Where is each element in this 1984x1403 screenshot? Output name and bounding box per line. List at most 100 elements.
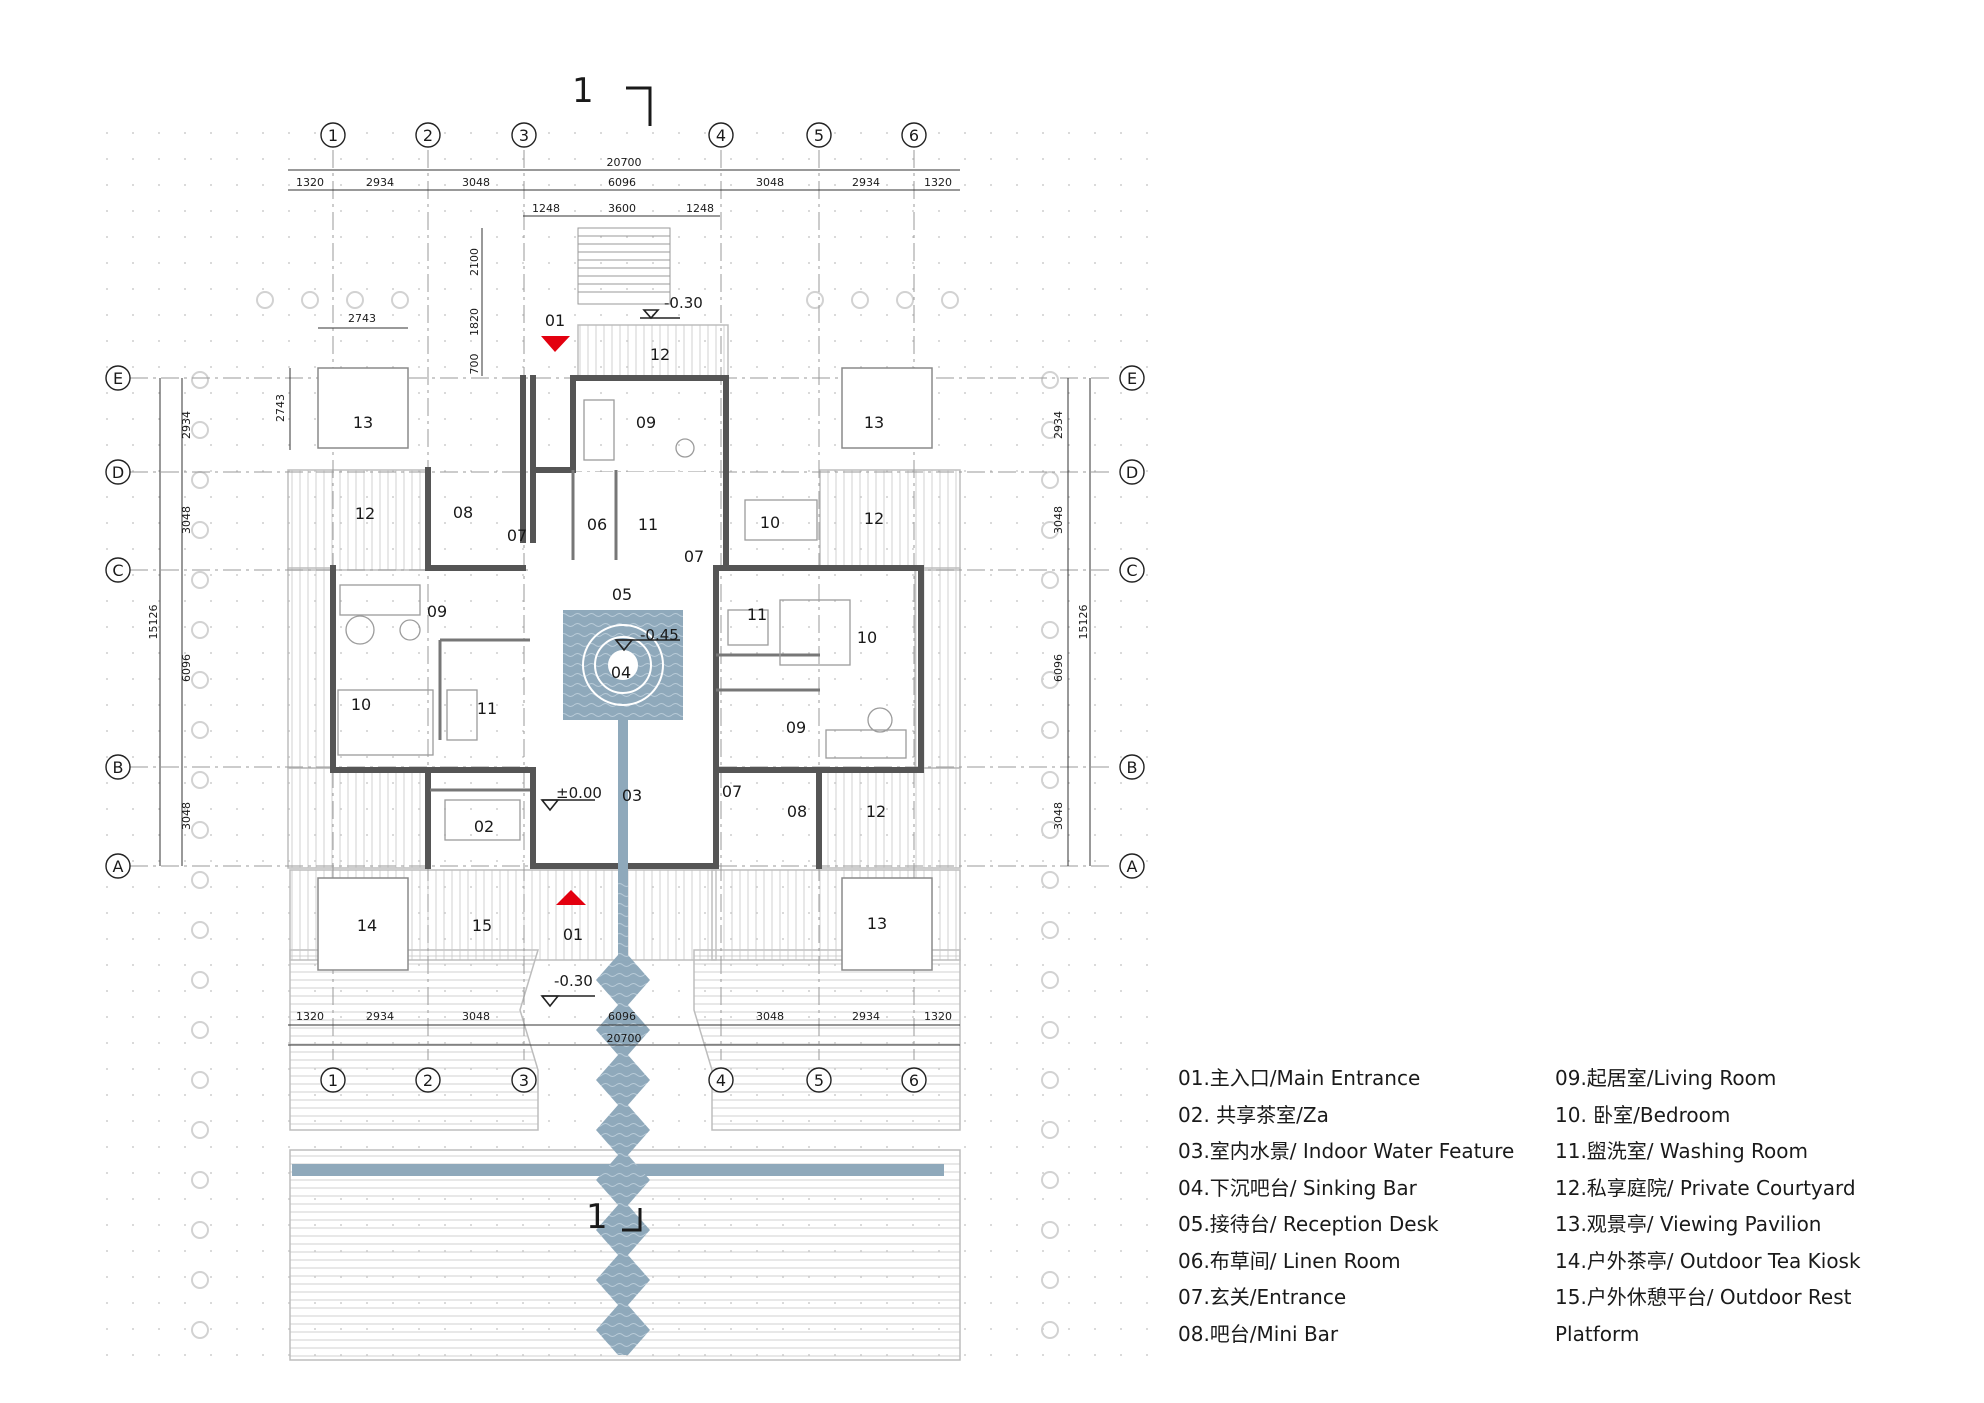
grid-row-e-right: E bbox=[1127, 369, 1137, 388]
room-11-center: 11 bbox=[638, 515, 658, 534]
interior-partitions bbox=[430, 470, 820, 792]
dim-bottom-5: 3048 bbox=[756, 1010, 784, 1023]
room-12-se: 12 bbox=[866, 802, 886, 821]
grid-col-2-bottom: 2 bbox=[423, 1071, 433, 1090]
grid-col-1-top: 1 bbox=[328, 126, 338, 145]
grid-col-5-bottom: 5 bbox=[814, 1071, 824, 1090]
room-14: 14 bbox=[357, 916, 377, 935]
grid-col-6-top: 6 bbox=[909, 126, 919, 145]
legend-item: 05.接待台/ Reception Desk bbox=[1178, 1212, 1439, 1236]
legend-item: 14.户外茶亭/ Outdoor Tea Kiosk bbox=[1555, 1248, 1861, 1273]
grid-row-c-right: C bbox=[1126, 561, 1137, 580]
grid-col-1-bottom: 1 bbox=[328, 1071, 338, 1090]
dimension-labels: 20700 1320 2934 3048 6096 3048 2934 1320… bbox=[296, 156, 952, 1045]
dim-right-2: 3048 bbox=[1052, 506, 1065, 534]
dim-top-5: 3048 bbox=[756, 176, 784, 189]
dim-top-2: 2934 bbox=[366, 176, 394, 189]
room-05: 05 bbox=[612, 585, 632, 604]
level-bar: -0.45 bbox=[640, 626, 679, 644]
dim-top-total: 20700 bbox=[607, 156, 642, 169]
grid-col-2-top: 2 bbox=[423, 126, 433, 145]
dim-left-1: 2934 bbox=[180, 411, 193, 439]
legend-left-column: 01.主入口/Main Entrance 02. 共享茶室/Za 03.室内水景… bbox=[1178, 1060, 1514, 1352]
grid-row-d-right: D bbox=[1126, 463, 1138, 482]
legend-right-column: 09.起居室/Living Room 10. 卧室/Bedroom 11.盥洗室… bbox=[1555, 1060, 1861, 1316]
room-07-ne: 07 bbox=[684, 547, 704, 566]
legend-item: 09.起居室/Living Room bbox=[1555, 1066, 1777, 1090]
dim-right-3: 6096 bbox=[1052, 654, 1065, 682]
grid-col-3-bottom: 3 bbox=[519, 1071, 529, 1090]
room-10-e: 10 bbox=[857, 628, 877, 647]
legend-item: 15.户外休憩平台/ Outdoor Rest bbox=[1555, 1285, 1852, 1309]
room-02: 02 bbox=[474, 817, 494, 836]
dim-top-6: 2934 bbox=[852, 176, 880, 189]
dim-stair-1: 2100 bbox=[468, 248, 481, 276]
outdoor-water-path bbox=[596, 878, 650, 1355]
dim-bottom-2: 2934 bbox=[366, 1010, 394, 1023]
room-09-top: 09 bbox=[636, 413, 656, 432]
room-13-ne: 13 bbox=[864, 413, 884, 432]
room-08-se: 08 bbox=[787, 802, 807, 821]
dim-pavilion-depth: 2743 bbox=[274, 394, 287, 422]
legend-item: 13.观景亭/ Viewing Pavilion bbox=[1555, 1212, 1822, 1236]
grid-bubbles bbox=[105, 122, 1145, 1093]
room-01-top: 01 bbox=[545, 311, 565, 330]
dim-left-2: 3048 bbox=[180, 506, 193, 534]
room-01-bottom: 01 bbox=[563, 925, 583, 944]
grid-bubble-labels: 1 2 3 4 5 6 1 2 3 4 5 6 E D C B A E D C … bbox=[112, 126, 1138, 1090]
dim-bottom-7: 1320 bbox=[924, 1010, 952, 1023]
legend-item: 03.室内水景/ Indoor Water Feature bbox=[1178, 1139, 1515, 1163]
dim-right-4: 3048 bbox=[1052, 802, 1065, 830]
building-walls bbox=[330, 375, 924, 869]
legend-item: 08.吧台/Mini Bar bbox=[1178, 1321, 1339, 1346]
room-11-w: 11 bbox=[477, 699, 497, 718]
indoor-water-channel bbox=[618, 720, 628, 880]
room-06: 06 bbox=[587, 515, 607, 534]
entry-stair bbox=[577, 227, 671, 305]
grid-row-d-left: D bbox=[112, 463, 124, 482]
grid-col-5-top: 5 bbox=[814, 126, 824, 145]
room-09-w: 09 bbox=[427, 602, 447, 621]
room-11-e: 11 bbox=[747, 605, 767, 624]
room-04: 04 bbox=[611, 663, 631, 682]
level-marker-symbols bbox=[540, 309, 680, 1008]
grid-row-a-left: A bbox=[113, 857, 124, 876]
legend-item: 07.玄关/Entrance bbox=[1178, 1285, 1347, 1309]
dim-bottom-total: 20700 bbox=[607, 1032, 642, 1045]
dim-left-4: 3048 bbox=[180, 802, 193, 830]
section-mark-bottom: 1 bbox=[586, 1197, 608, 1237]
dim-pavilion-width: 2743 bbox=[348, 312, 376, 325]
room-10-w: 10 bbox=[351, 695, 371, 714]
dim-bottom-1: 1320 bbox=[296, 1010, 324, 1023]
level-entry-bottom: -0.30 bbox=[554, 972, 593, 990]
entry-marker-top bbox=[541, 336, 570, 352]
dim-sub-1: 1248 bbox=[532, 202, 560, 215]
section-mark-top: 1 bbox=[572, 71, 594, 111]
dim-bottom-4: 6096 bbox=[608, 1010, 636, 1023]
legend-item: 02. 共享茶室/Za bbox=[1178, 1102, 1329, 1127]
dim-right-1: 2934 bbox=[1052, 411, 1065, 439]
room-09-e: 09 bbox=[786, 718, 806, 737]
pavilions bbox=[317, 367, 933, 971]
grid-row-b-left: B bbox=[113, 758, 124, 777]
dim-sub-2: 3600 bbox=[608, 202, 636, 215]
room-08-nw: 08 bbox=[453, 503, 473, 522]
dim-left-3: 6096 bbox=[180, 654, 193, 682]
dim-top-7: 1320 bbox=[924, 176, 952, 189]
section-cut-marks bbox=[622, 86, 652, 1232]
room-12-ne: 12 bbox=[864, 509, 884, 528]
level-labels: -0.30 -0.45 ±0.00 -0.30 bbox=[554, 294, 703, 990]
dim-top-3: 3048 bbox=[462, 176, 490, 189]
room-07-se: 07 bbox=[722, 782, 742, 801]
dim-top-4: 6096 bbox=[608, 176, 636, 189]
grid-col-3-top: 3 bbox=[519, 126, 529, 145]
grid-col-6-bottom: 6 bbox=[909, 1071, 919, 1090]
dim-stair-2: 1820 bbox=[468, 308, 481, 336]
legend-item: 01.主入口/Main Entrance bbox=[1178, 1066, 1421, 1090]
room-13-nw: 13 bbox=[353, 413, 373, 432]
room-labels: 01 12 09 13 13 12 08 07 06 11 07 10 12 0… bbox=[351, 311, 887, 944]
entry-marker-bottom bbox=[556, 890, 586, 905]
dim-sub-3: 1248 bbox=[686, 202, 714, 215]
dim-bottom-6: 2934 bbox=[852, 1010, 880, 1023]
